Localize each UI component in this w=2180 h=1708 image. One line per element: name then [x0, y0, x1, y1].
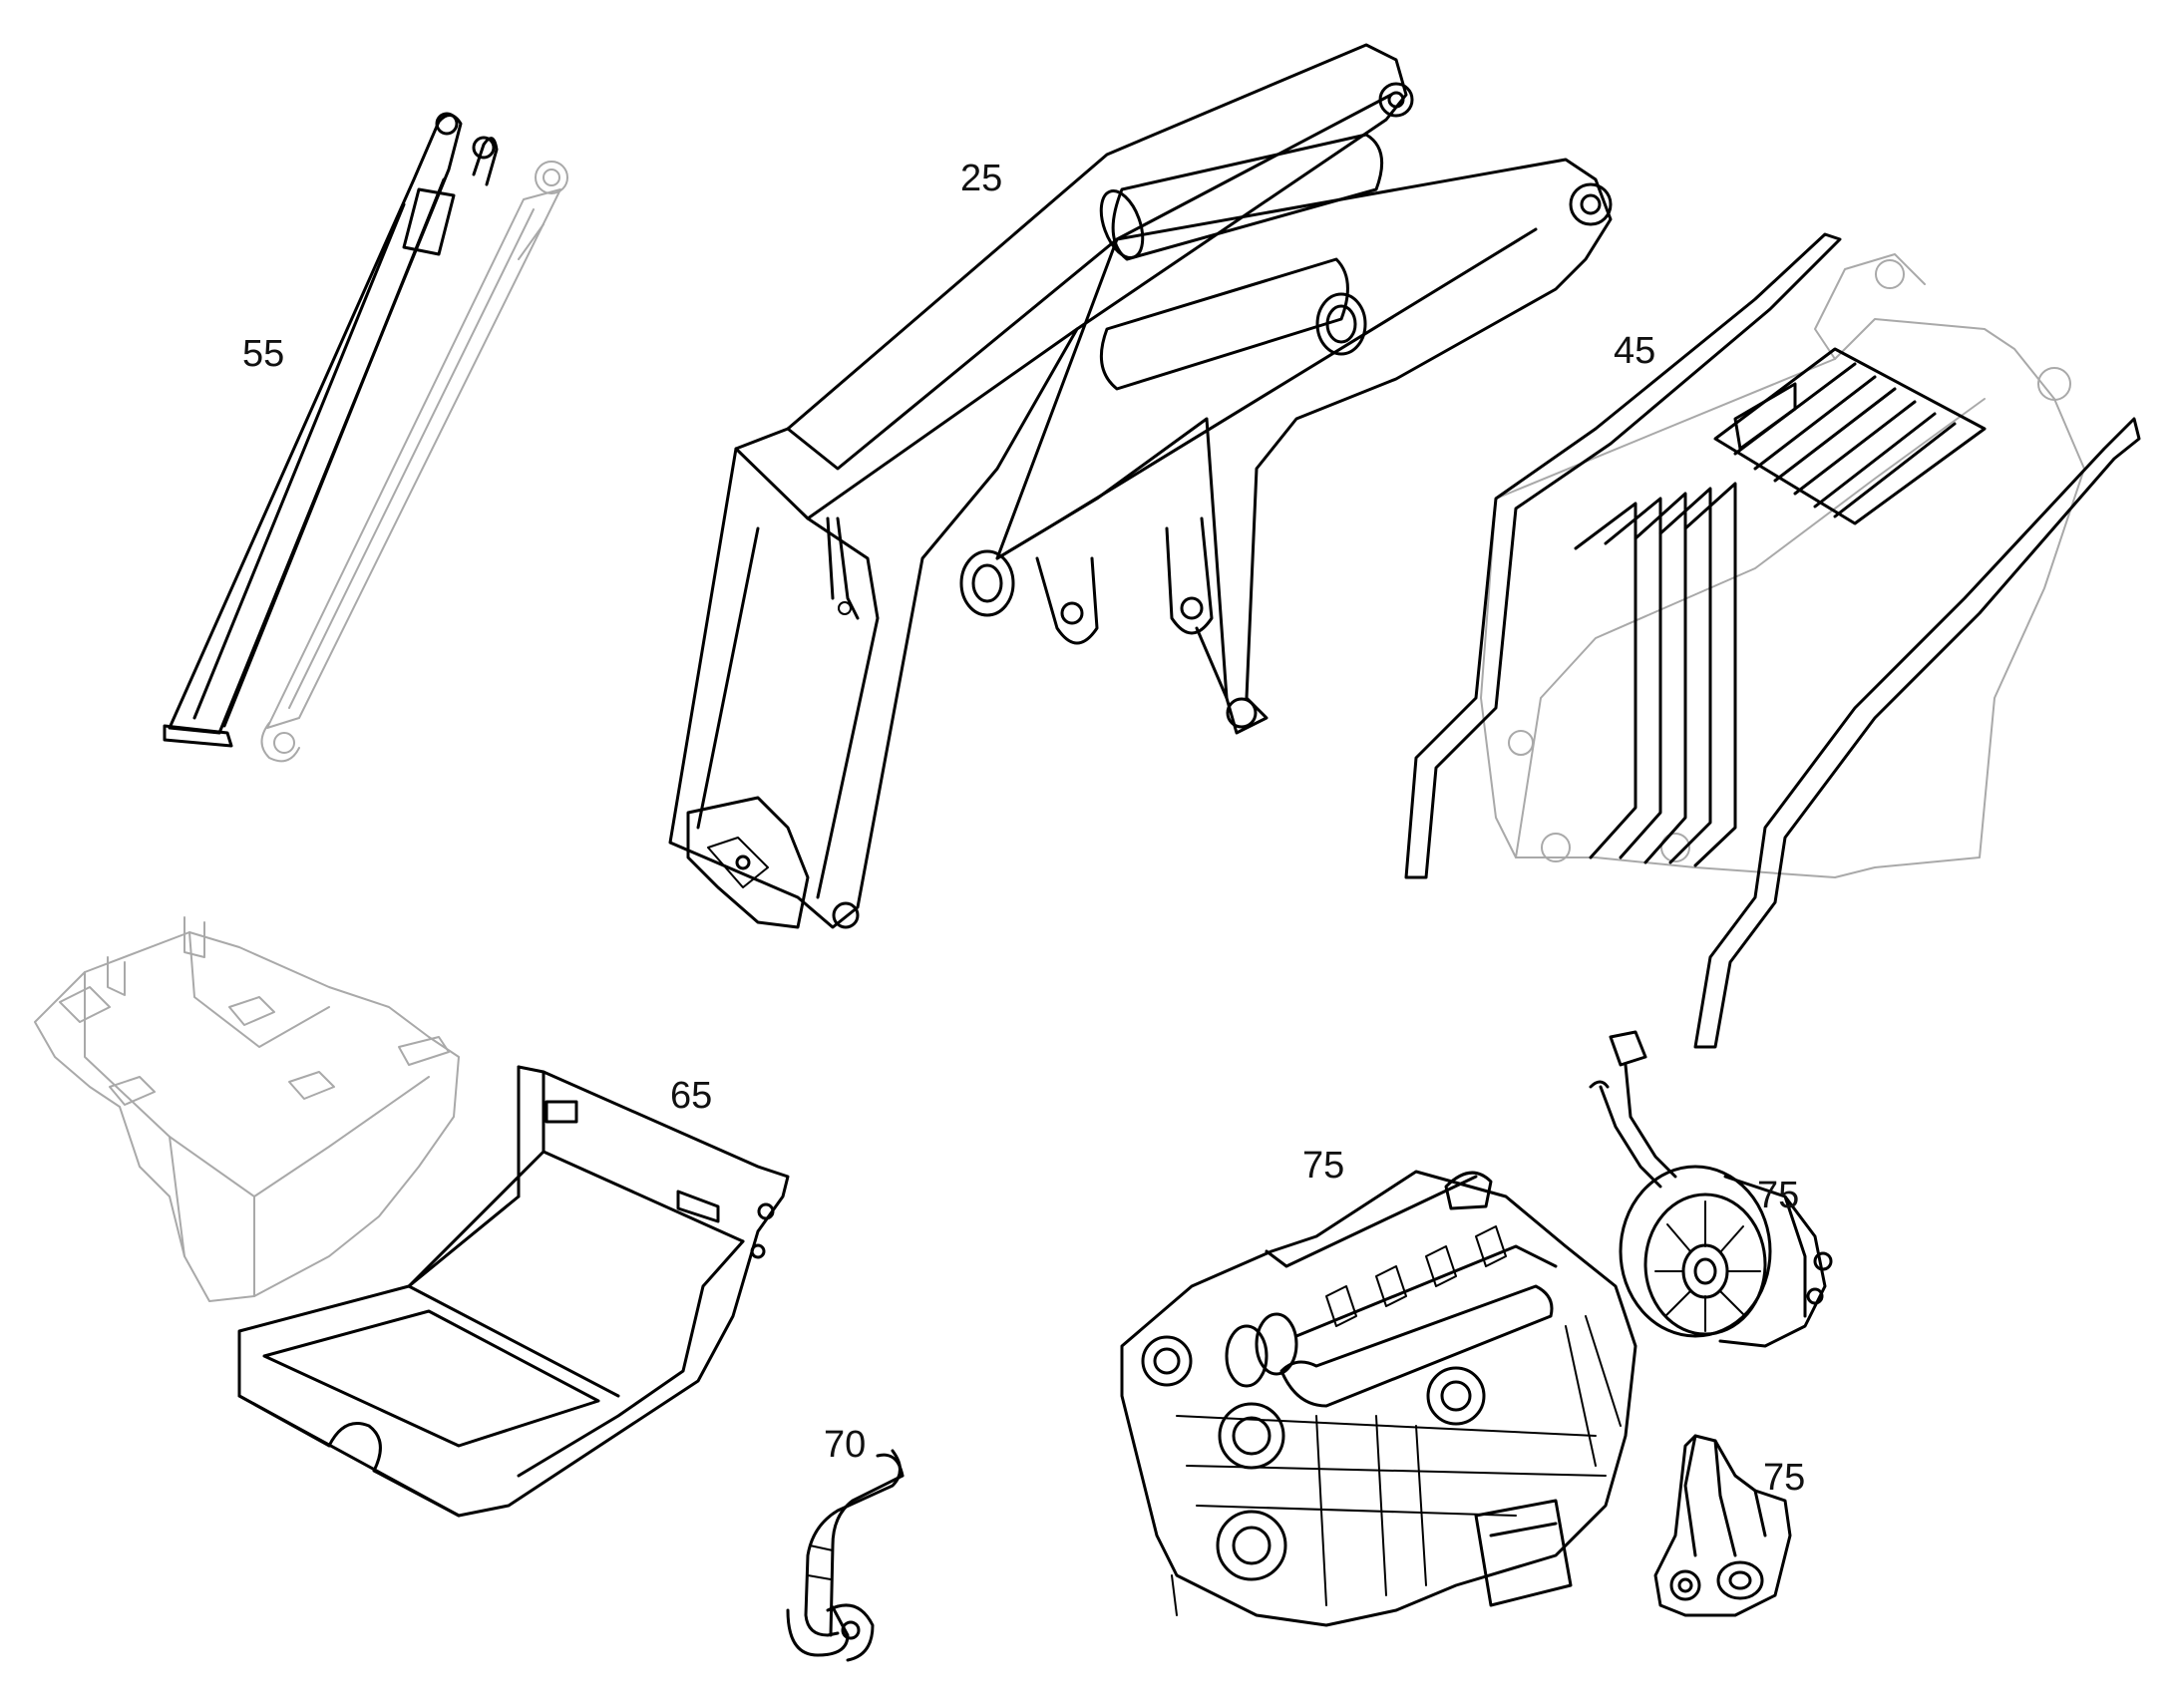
callout-45: 45 [1614, 330, 1656, 372]
part-65-ghost-frame [34, 916, 460, 1302]
part-65-mount-frame [237, 1065, 790, 1518]
callout-65: 65 [670, 1075, 713, 1117]
part-55-cylinder [163, 112, 499, 748]
part-70-hose [786, 1449, 905, 1662]
part-25-boom [668, 43, 1613, 929]
part-75-flywheel [1589, 1030, 1833, 1348]
part-75-mount-bracket [1653, 1434, 1792, 1617]
callout-55: 55 [242, 333, 285, 375]
part-75-engine [1120, 1170, 1637, 1627]
callout-75-flywheel: 75 [1757, 1175, 1800, 1216]
callout-75-engine: 75 [1302, 1145, 1345, 1187]
callout-25: 25 [960, 158, 1003, 199]
part-45-grapple [1404, 232, 2141, 1049]
part-55-ghost-cylinder [260, 161, 568, 763]
callout-75-bracket: 75 [1763, 1457, 1806, 1499]
callout-70: 70 [824, 1424, 867, 1466]
